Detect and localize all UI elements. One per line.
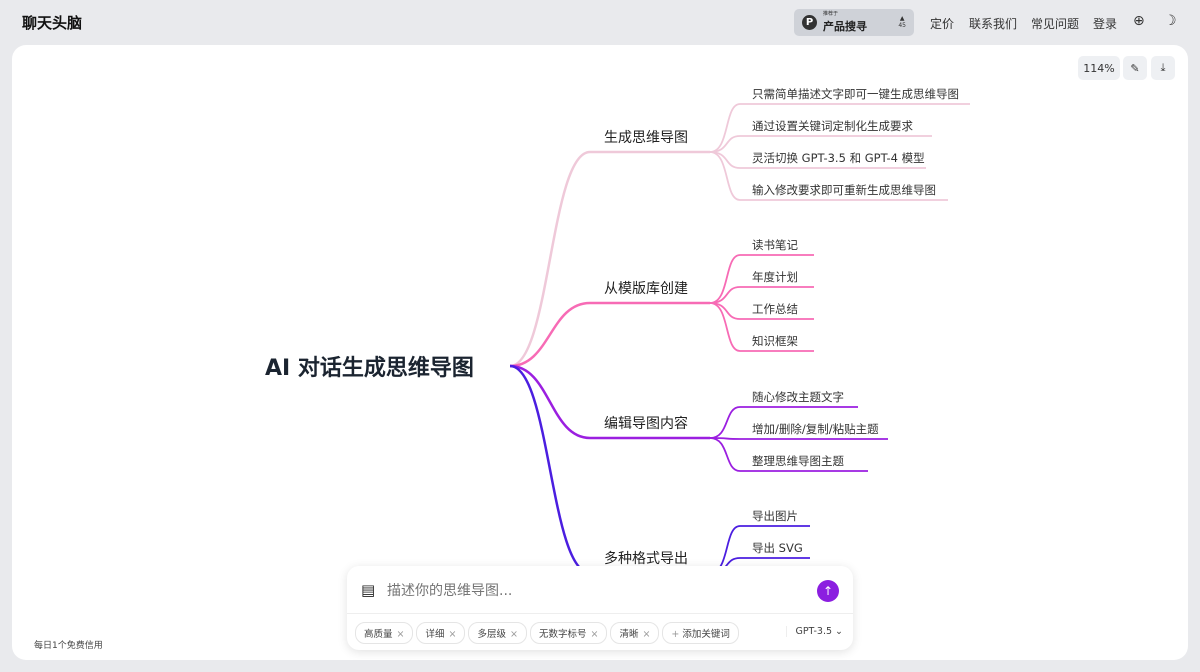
link-line: [509, 364, 710, 440]
book-icon: ▤: [361, 581, 376, 599]
nav-contact[interactable]: 联系我们: [969, 17, 1018, 31]
zoom-level[interactable]: 114%: [1078, 56, 1120, 80]
app-logo[interactable]: 聊天头脑: [22, 14, 83, 32]
product-icon: P: [802, 15, 817, 30]
keyword-tag[interactable]: 多层级×: [468, 622, 527, 644]
tag-label: 高质量: [364, 629, 393, 640]
leaf-node[interactable]: 导出图片: [752, 509, 798, 523]
prompt-input[interactable]: [387, 583, 807, 599]
leaf-node[interactable]: 年度计划: [752, 270, 798, 284]
link-line: [709, 406, 858, 439]
leaf-node[interactable]: 输入修改要求即可重新生成思维导图: [752, 183, 936, 197]
keyword-tag[interactable]: 清晰×: [610, 622, 660, 644]
tag-label: 无数字标号: [538, 629, 587, 640]
tag-label: 清晰: [619, 629, 639, 640]
tag-label: 详细: [425, 629, 445, 640]
leaf-node[interactable]: 灵活切换 GPT-3.5 和 GPT-4 模型: [752, 151, 925, 165]
keyword-tag[interactable]: 高质量×: [355, 622, 414, 644]
nav-faq[interactable]: 常见问题: [1031, 17, 1080, 31]
tag-label: 多层级: [477, 629, 506, 640]
keyword-tag[interactable]: 详细×: [416, 622, 466, 644]
mindmap-canvas[interactable]: AI 对话生成思维导图 生成思维导图 只需简单描述文字即可一键生成思维导图通过设置关…: [12, 45, 1188, 660]
leaf-node[interactable]: 整理思维导图主题: [752, 454, 844, 468]
product-badge[interactable]: P 推荐于产品搜寻 ▲45: [794, 9, 914, 36]
leaf-node[interactable]: 增加/删除/复制/粘贴主题: [752, 422, 879, 436]
link-line: [709, 437, 868, 472]
leaf-node[interactable]: 读书笔记: [752, 238, 798, 252]
plus-icon: +: [671, 629, 683, 640]
link-line: [709, 151, 948, 201]
leaf-node[interactable]: 只需简单描述文字即可一键生成思维导图: [752, 87, 959, 101]
link-line: [509, 364, 710, 575]
branch-node[interactable]: 编辑导图内容: [604, 416, 688, 432]
link-line: [709, 254, 814, 304]
link-line: [509, 150, 710, 368]
leaf-node[interactable]: 知识框架: [752, 334, 798, 348]
model-select[interactable]: GPT-3.5 ⌄: [786, 626, 843, 637]
leaf-node[interactable]: 随心修改主题文字: [752, 390, 844, 404]
badge-name: 产品搜寻: [823, 20, 867, 33]
download-icon[interactable]: ⤓: [1151, 56, 1175, 80]
globe-icon[interactable]: ⊕: [1133, 13, 1145, 29]
add-keyword-label: 添加关键词: [682, 629, 730, 640]
upvote-count: ▲45: [898, 14, 906, 29]
link-line: [709, 286, 814, 304]
link-line: [509, 301, 710, 368]
link-line: [709, 302, 814, 352]
nav-login[interactable]: 登录: [1093, 17, 1118, 31]
close-icon[interactable]: ×: [590, 629, 599, 640]
close-icon[interactable]: ×: [448, 629, 457, 640]
close-icon[interactable]: ×: [396, 629, 405, 640]
leaf-node[interactable]: 工作总结: [752, 302, 798, 316]
nav-pricing[interactable]: 定价: [930, 17, 955, 31]
close-icon[interactable]: ×: [509, 629, 518, 640]
moon-icon[interactable]: ☽: [1164, 13, 1177, 29]
divider: [347, 613, 853, 614]
root-node[interactable]: AI 对话生成思维导图: [265, 356, 474, 381]
add-keyword-button[interactable]: + 添加关键词: [662, 622, 739, 644]
branch-node[interactable]: 多种格式导出: [604, 551, 688, 567]
keyword-tag[interactable]: 无数字标号×: [529, 622, 608, 644]
credit-text: 每日1个免费信用: [34, 641, 103, 651]
leaf-node[interactable]: 导出 SVG: [752, 541, 803, 555]
link-line: [709, 135, 932, 153]
badge-small-text: 推荐于: [823, 11, 839, 17]
close-icon[interactable]: ×: [642, 629, 651, 640]
send-button[interactable]: ↑: [817, 580, 839, 602]
prompt-panel: ▤ ↑ 高质量×详细×多层级×无数字标号×清晰×+ 添加关键词 GPT-3.5 …: [347, 566, 853, 650]
leaf-node[interactable]: 通过设置关键词定制化生成要求: [752, 119, 913, 133]
branch-node[interactable]: 生成思维导图: [604, 130, 688, 146]
branch-node[interactable]: 从模版库创建: [604, 281, 688, 297]
link-line: [709, 437, 888, 440]
edit-icon[interactable]: ✎: [1123, 56, 1147, 80]
link-line: [709, 103, 970, 153]
